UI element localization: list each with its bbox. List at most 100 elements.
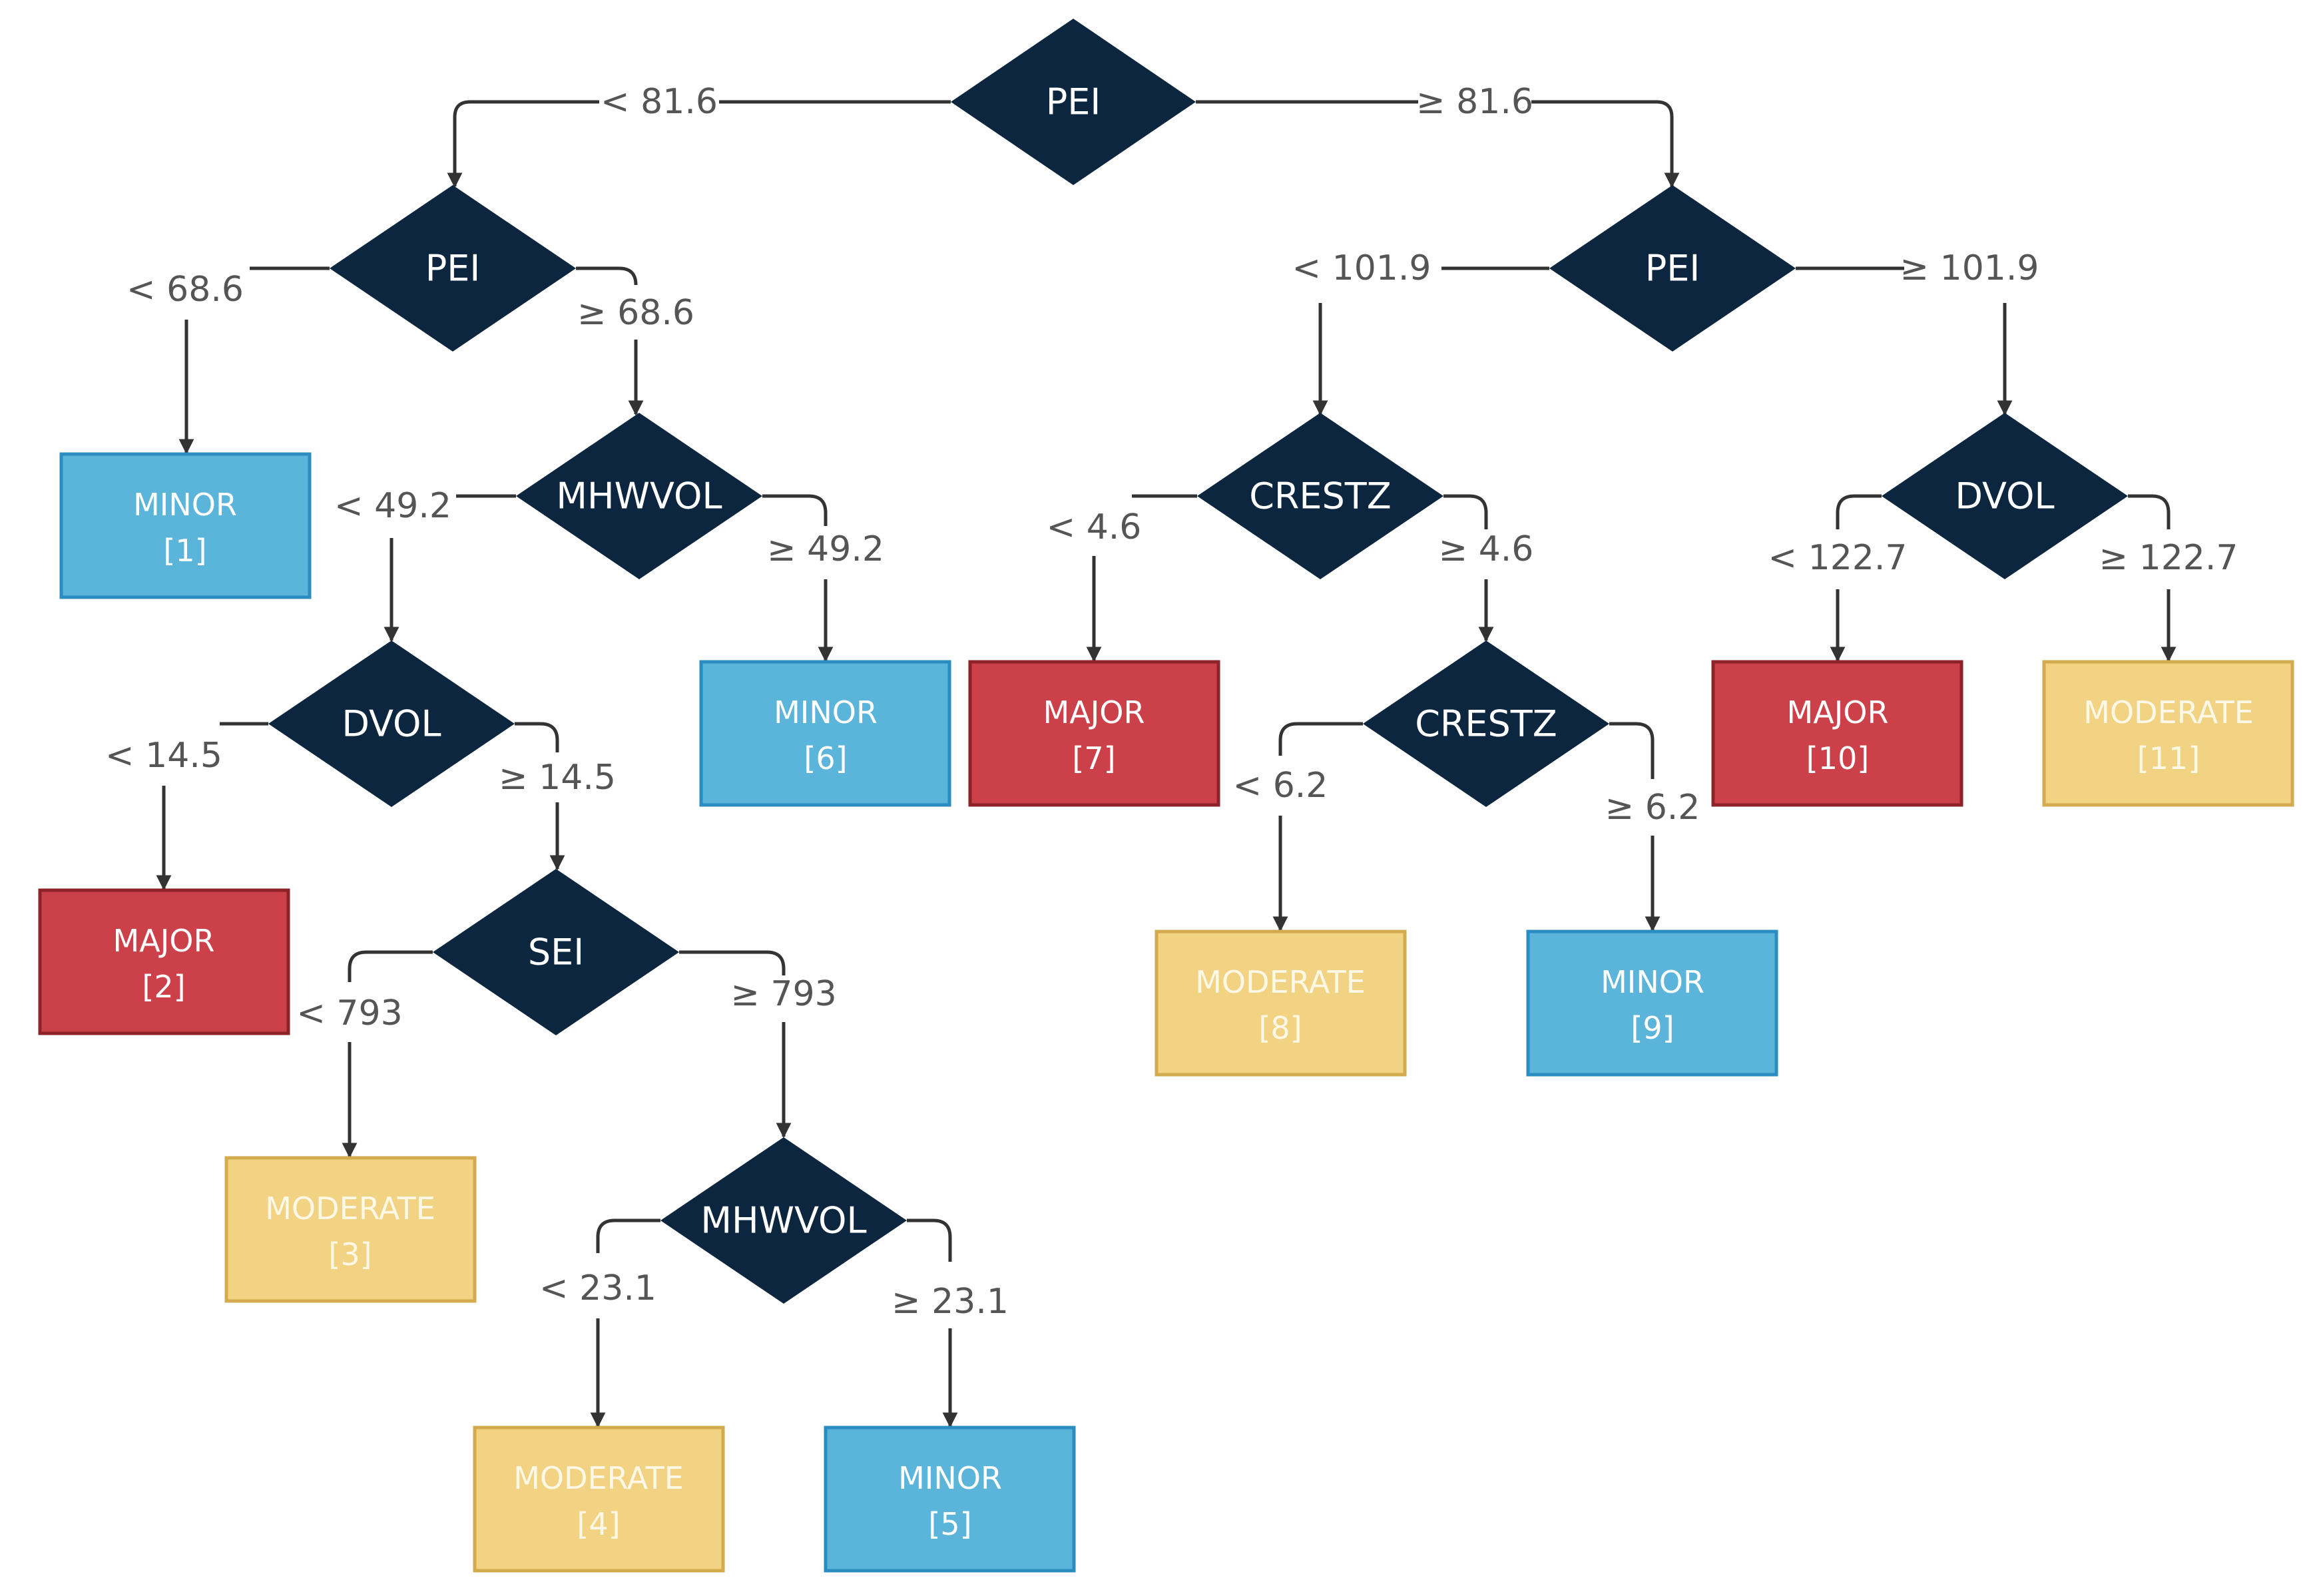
leaf-box [473, 1426, 725, 1573]
label-mhwvol-upper-ge: ≥ 49.2 [767, 529, 884, 569]
leaf-node-11: MODERATE [11] [2042, 660, 2294, 807]
label-crestz-upper-lt: < 4.6 [1047, 507, 1142, 547]
decision-node-mhwvol-lower: MHWVOL [660, 1137, 907, 1304]
leaf-index: [5] [928, 1506, 971, 1542]
leaf-node-7: MAJOR [7] [968, 660, 1220, 807]
label-pei-left-ge: ≥ 68.6 [577, 293, 694, 333]
decision-node-root: PEI [951, 19, 1196, 185]
edge-root-lt [455, 100, 951, 186]
leaf-node-4: MODERATE [4] [473, 1426, 725, 1573]
leaf-node-9: MINOR [9] [1526, 930, 1778, 1077]
decision-node-crestz-upper: CRESTZ [1197, 413, 1443, 579]
label-dvol-left-ge: ≥ 14.5 [499, 758, 616, 798]
leaf-label: MODERATE [1195, 964, 1366, 1000]
leaf-index: [6] [804, 740, 847, 776]
decision-nodes: PEI PEI PEI MHWVOL CRESTZ DVOL DVOL CRE [268, 19, 2128, 1304]
decision-label: MHWVOL [556, 475, 722, 517]
leaf-box [1711, 660, 1963, 807]
leaf-box [824, 1426, 1076, 1573]
leaf-box [38, 888, 290, 1035]
leaf-label: MODERATE [2083, 694, 2254, 730]
leaf-index: [3] [328, 1236, 372, 1272]
edge-mhwvol-lower-lt [596, 1218, 660, 1253]
decision-node-dvol-left: DVOL [268, 641, 515, 807]
decision-label: DVOL [342, 703, 441, 745]
edges [156, 100, 2177, 1428]
leaf-label: MAJOR [1043, 694, 1145, 730]
decision-node-pei-right: PEI [1549, 185, 1796, 352]
edge-sei-ge [679, 950, 786, 975]
leaf-label: MODERATE [265, 1191, 435, 1226]
leaf-node-10: MAJOR [10] [1711, 660, 1963, 807]
label-dvol-right-ge: ≥ 122.7 [2099, 538, 2238, 578]
leaf-label: MINOR [133, 487, 237, 523]
label-sei-ge: ≥ 793 [730, 974, 836, 1014]
leaf-node-5: MINOR [5] [824, 1426, 1076, 1573]
leaf-index: [8] [1258, 1010, 1302, 1046]
leaf-box [2042, 660, 2294, 807]
leaf-index: [7] [1072, 740, 1115, 776]
leaf-node-1: MINOR [1] [59, 452, 312, 599]
edge-mhwvol-upper-ge [762, 494, 828, 526]
decision-node-crestz-lower: CRESTZ [1363, 641, 1609, 807]
decision-label: CRESTZ [1249, 475, 1392, 517]
leaf-node-8: MODERATE [8] [1155, 930, 1407, 1077]
decision-label: CRESTZ [1415, 703, 1557, 745]
leaf-index: [9] [1631, 1010, 1674, 1046]
leaf-box [1155, 930, 1407, 1077]
leaf-label: MINOR [1601, 964, 1704, 1000]
leaf-nodes: MINOR [1] MAJOR [2] MODERATE [3] MODERAT… [38, 452, 2294, 1573]
leaf-label: MODERATE [513, 1460, 684, 1496]
leaf-box [1526, 930, 1778, 1077]
leaf-node-3: MODERATE [3] [224, 1156, 477, 1303]
leaf-box [968, 660, 1220, 807]
decision-label: PEI [1645, 248, 1700, 290]
label-mhwvol-upper-lt: < 49.2 [334, 486, 451, 526]
decision-node-pei-left: PEI [330, 185, 576, 352]
leaf-box [59, 452, 312, 599]
decision-label: PEI [1046, 81, 1101, 123]
decision-label: DVOL [1955, 475, 2054, 517]
label-mhwvol-lower-lt: < 23.1 [539, 1268, 656, 1308]
leaf-label: MAJOR [1787, 694, 1889, 730]
edge-mhwvol-lower-ge [907, 1218, 952, 1262]
edge-crestz-lower-ge [1609, 722, 1655, 779]
label-root-ge: ≥ 81.6 [1416, 82, 1533, 122]
decision-label: SEI [528, 931, 584, 973]
leaf-index: [1] [163, 533, 206, 569]
leaf-label: MINOR [774, 694, 878, 730]
decision-node-dvol-right: DVOL [1882, 413, 2128, 579]
edge-sei-lt [348, 950, 433, 982]
edge-crestz-upper-ge [1443, 494, 1488, 529]
decision-node-mhwvol-upper: MHWVOL [516, 413, 762, 579]
label-crestz-lower-lt: < 6.2 [1233, 766, 1328, 806]
label-crestz-upper-ge: ≥ 4.6 [1439, 529, 1534, 569]
edge-dvol-right-ge [2128, 494, 2171, 529]
label-pei-left-lt: < 68.6 [127, 270, 244, 310]
leaf-node-6: MINOR [6] [699, 660, 951, 807]
label-pei-right-lt: < 101.9 [1292, 248, 1431, 288]
leaf-box [699, 660, 951, 807]
decision-label: MHWVOL [700, 1200, 866, 1242]
edge-root-ge [1196, 100, 1672, 186]
leaf-box [224, 1156, 477, 1303]
leaf-index: [10] [1806, 740, 1869, 776]
leaf-index: [11] [2137, 740, 2200, 776]
edge-dvol-right-lt [1836, 494, 1882, 529]
label-root-lt: < 81.6 [601, 82, 718, 122]
leaf-label: MINOR [898, 1460, 1002, 1496]
label-pei-right-ge: ≥ 101.9 [1900, 248, 2039, 288]
leaf-label: MAJOR [113, 923, 215, 959]
label-dvol-right-lt: < 122.7 [1768, 538, 1908, 578]
label-mhwvol-lower-ge: ≥ 23.1 [892, 1282, 1009, 1322]
decision-label: PEI [425, 248, 481, 290]
edge-pei-left-ge [576, 266, 638, 286]
decision-node-sei: SEI [433, 869, 679, 1035]
leaf-node-2: MAJOR [2] [38, 888, 290, 1035]
label-dvol-left-lt: < 14.5 [105, 736, 222, 776]
edge-crestz-lower-lt [1278, 722, 1363, 756]
label-crestz-lower-ge: ≥ 6.2 [1605, 788, 1700, 828]
edge-dvol-left-ge [515, 722, 559, 752]
label-sei-lt: < 793 [296, 993, 402, 1033]
